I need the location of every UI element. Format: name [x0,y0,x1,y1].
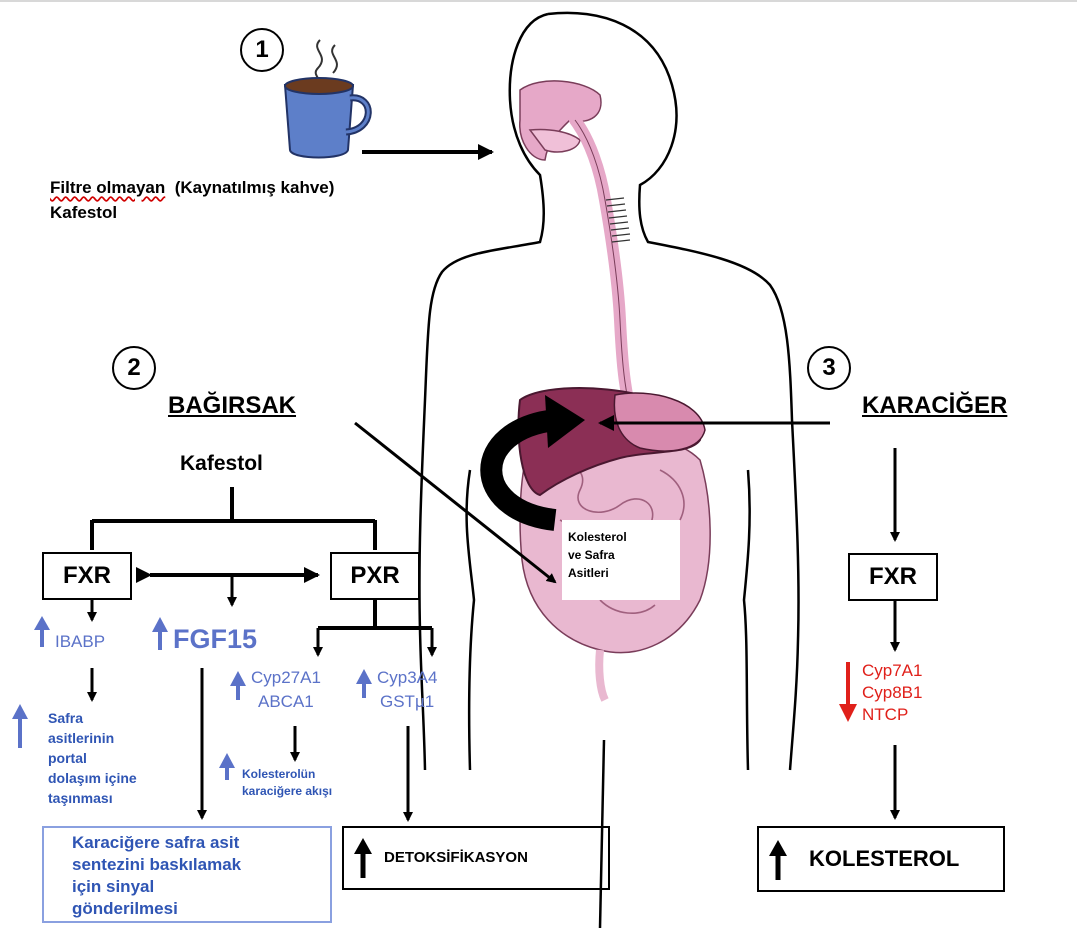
down-arrow-red [839,662,857,722]
cholesterol-flow-line-1: Kolesterolün [242,766,332,783]
step-1-badge: 1 [240,28,284,72]
detox-box: DETOKSİFİKASYON [342,826,610,890]
body-label-line-3: Asitleri [568,564,627,582]
abca1-label: ABCA1 [258,692,314,712]
safra-line-2: asitlerinin [48,728,137,748]
step-3-badge: 3 [807,346,851,390]
gstu1-label: GSTµ1 [380,692,434,712]
cholesterol-flow-line-2: karaciğere akışı [242,783,332,800]
pxr-box: PXR [330,552,420,600]
intestine-title: BAĞIRSAK [168,392,296,420]
cholesterol-bile-label: Kolesterol ve Safra Asitleri [568,528,627,582]
cholesterol-flow-label: Kolesterolün karaciğere akışı [242,766,332,800]
signal-line-2: sentezini baskılamak [72,854,241,876]
coffee-label-kafestol: Kafestol [50,203,117,223]
signal-text: Karaciğere safra asit sentezini baskılam… [72,832,241,920]
cyp27a1-label: Cyp27A1 [251,668,321,688]
signal-line-4: gönderilmesi [72,898,241,920]
cyp3a4-label: Cyp3A4 [377,668,437,688]
fgf15-label: FGF15 [173,624,257,655]
liver-genes-label: Cyp7A1 Cyp8B1 NTCP [862,660,922,726]
safra-line-5: taşınması [48,788,137,808]
body-label-line-1: Kolesterol [568,528,627,546]
coffee-label-unfiltered: Filtre olmayan [50,178,165,197]
coffee-label-boiled: (Kaynatılmış kahve) [175,178,335,197]
coffee-cup-icon [285,40,368,158]
gene-cyp8b1: Cyp8B1 [862,682,922,704]
ibabp-label: IBABP [55,632,105,652]
cholesterol-label: KOLESTEROL [809,846,959,872]
gene-cyp7a1: Cyp7A1 [862,660,922,682]
safra-line-1: Safra [48,708,137,728]
cholesterol-box: KOLESTEROL [757,826,1005,892]
safra-line-3: portal [48,748,137,768]
gene-ntcp: NTCP [862,704,922,726]
signal-line-1: Karaciğere safra asit [72,832,241,854]
cholesterol-bile-label-box: Kolesterol ve Safra Asitleri [562,520,680,600]
body-label-line-2: ve Safra [568,546,627,564]
signal-box: Karaciğere safra asit sentezini baskılam… [42,826,332,923]
safra-transport-label: Safra asitlerinin portal dolaşım içine t… [48,708,137,808]
fxr-box-liver: FXR [848,553,938,601]
signal-line-3: için sinyal [72,876,241,898]
intestine-kafestol: Kafestol [180,452,263,476]
liver-title: KARACİĞER [862,392,1007,420]
detox-label: DETOKSİFİKASYON [384,849,528,866]
head-organs [520,81,630,400]
step-2-badge: 2 [112,346,156,390]
coffee-label-line1: Filtre olmayan (Kaynatılmış kahve) [50,178,334,198]
fxr-box-intestine: FXR [42,552,132,600]
safra-line-4: dolaşım içine [48,768,137,788]
